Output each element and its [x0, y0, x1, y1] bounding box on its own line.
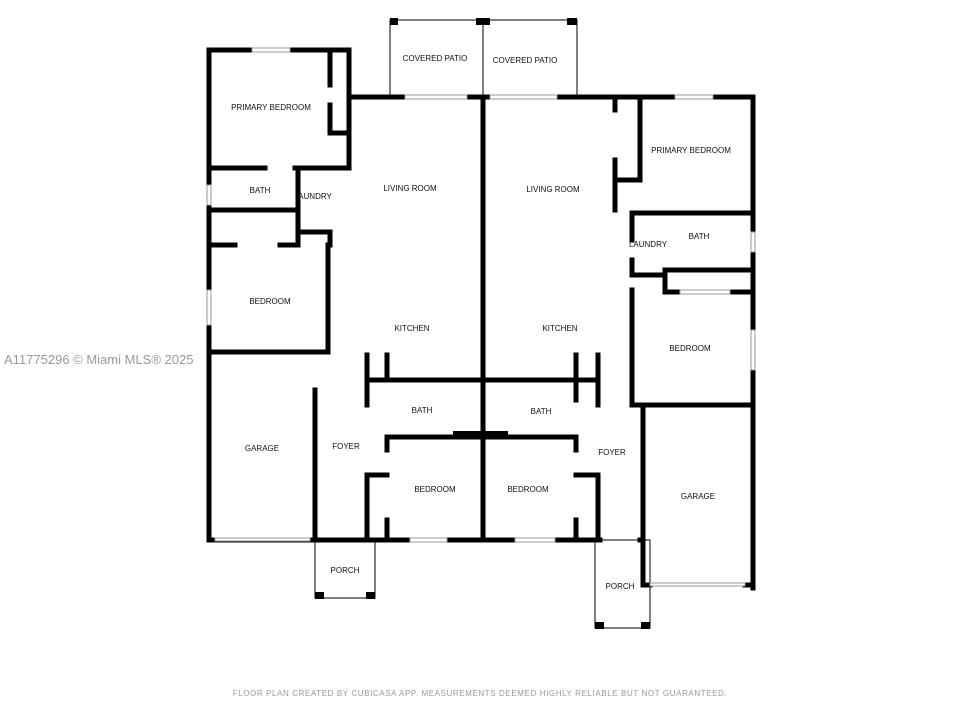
label-bedroom-right-mid: BEDROOM — [507, 485, 549, 494]
label-porch-left: PORCH — [331, 566, 360, 575]
label-garage-left: GARAGE — [245, 444, 279, 453]
label-laundry-right: LAUNDRY — [629, 240, 668, 249]
watermark: A11775296 © Miami MLS® 2025 — [4, 352, 194, 367]
windows-doors — [206, 47, 756, 587]
label-living-room-right: LIVING ROOM — [526, 185, 580, 194]
label-covered-patio-left: COVERED PATIO — [403, 54, 468, 63]
label-foyer-right: FOYER — [598, 448, 626, 457]
label-bath-right-mid: BATH — [531, 407, 552, 416]
label-bath-left-mid: BATH — [412, 406, 433, 415]
label-primary-bedroom-right: PRIMARY BEDROOM — [651, 146, 731, 155]
label-bedroom-left-mid: BEDROOM — [414, 485, 456, 494]
label-living-room-left: LIVING ROOM — [383, 184, 437, 193]
footer-disclaimer: FLOOR PLAN CREATED BY CUBICASA APP. MEAS… — [232, 689, 728, 698]
label-covered-patio-right: COVERED PATIO — [493, 56, 558, 65]
label-laundry-left: AUNDRY — [298, 192, 332, 201]
porches — [314, 539, 651, 629]
label-bath-left-top: BATH — [250, 186, 271, 195]
label-kitchen-left: KITCHEN — [394, 324, 429, 333]
label-bedroom-right: BEDROOM — [669, 344, 711, 353]
label-bedroom-left: BEDROOM — [249, 297, 291, 306]
room-labels: COVERED PATIO COVERED PATIO PRIMARY BEDR… — [231, 54, 731, 591]
label-primary-bedroom-left: PRIMARY BEDROOM — [231, 103, 311, 112]
walls — [206, 47, 756, 591]
wall-block — [453, 431, 508, 438]
label-kitchen-right: KITCHEN — [542, 324, 577, 333]
label-porch-right: PORCH — [606, 582, 635, 591]
label-foyer-left: FOYER — [332, 442, 360, 451]
label-garage-right: GARAGE — [681, 492, 715, 501]
label-bath-right-top: BATH — [689, 232, 710, 241]
